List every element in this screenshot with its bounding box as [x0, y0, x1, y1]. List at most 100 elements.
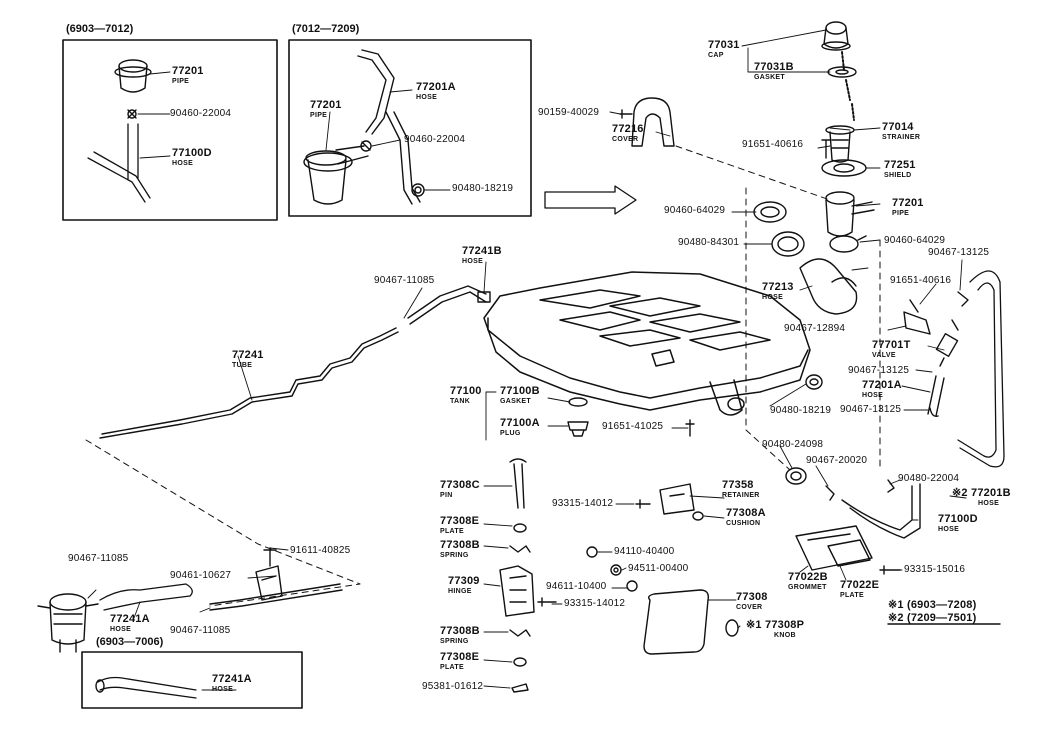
label-91611-40825: 91611-40825 — [290, 545, 351, 556]
grommet-90480-24098 — [785, 467, 807, 485]
bolt-91651-40616-top — [821, 139, 831, 159]
hose-end-77241a-inset3 — [95, 679, 105, 693]
inset-box-6903-7006 — [81, 651, 303, 709]
washer-94511-icon — [610, 564, 622, 576]
cover-77308 — [643, 589, 710, 655]
pin-95381-icon — [511, 683, 529, 693]
hose-77213 — [799, 258, 858, 315]
cover-77216 — [631, 97, 675, 147]
plate-77022e — [827, 539, 871, 567]
hose-77100d-inset1 — [87, 123, 151, 203]
plug-77100a — [567, 421, 589, 437]
label-94511-00400: 94511-00400 — [628, 563, 689, 574]
label-93315-14012-top: 93315-14012 — [552, 498, 614, 509]
spring-77308b-top — [509, 545, 531, 553]
inset-box-6903-7012 — [62, 39, 278, 221]
label-90460-22004-inset1: 90460-22004 — [170, 108, 232, 119]
label-90467-11085-top: 90467-11085 — [374, 275, 435, 286]
knob-77308p — [725, 619, 739, 637]
assembly-line-neck — [745, 187, 791, 471]
grommet-77022b — [795, 525, 873, 571]
screw-93315-14012-top-icon — [635, 499, 651, 509]
label-91651-40616-right: 91651-40616 — [890, 275, 952, 286]
label-94110-40400: 94110-40400 — [614, 546, 675, 557]
hose-77241a-lower — [99, 583, 193, 611]
label-90461-10627: 90461-10627 — [170, 570, 232, 581]
ring-90480-84301 — [771, 231, 805, 257]
label-90159-40029: 90159-40029 — [538, 107, 600, 118]
label-90480-84301: 90480-84301 — [678, 237, 740, 248]
gasket-77100b — [568, 397, 588, 407]
pipe-77201-inset1 — [114, 59, 152, 93]
cap-chain — [841, 51, 855, 121]
clamp-90460-inset2 — [360, 140, 372, 152]
hinge-77309 — [499, 565, 535, 617]
inset-header-6903-7012: (6903—7012) — [66, 23, 134, 35]
cap-77031 — [821, 21, 851, 51]
screw-90159-icon — [619, 109, 633, 119]
label-95381-01612: 95381-01612 — [422, 681, 484, 692]
hose-77201b — [957, 270, 1005, 468]
label-90467-11085-lower: 90467-11085 — [170, 625, 231, 636]
assembly-line-cover — [675, 145, 831, 201]
fuel-tank-77100 — [483, 271, 811, 416]
label-90480-22004: 90480-22004 — [898, 473, 960, 484]
label-93315-15016: 93315-15016 — [904, 564, 966, 575]
clip-90480-22004-icon — [887, 479, 895, 493]
inset-header-7012-7209: (7012—7209) — [292, 23, 360, 35]
pipe-77201-filler — [825, 191, 875, 237]
hose-77201a-inset2 — [357, 49, 421, 205]
plate-77308e-top — [513, 523, 527, 533]
spring-77308b-bottom — [509, 629, 531, 637]
valve-77701t — [935, 319, 959, 367]
hose-77201a-right — [927, 375, 945, 418]
tube-77241 — [99, 327, 399, 439]
gasket-77031b — [827, 66, 857, 78]
label-94611-10400: 94611-10400 — [546, 581, 607, 592]
label-90467-12894: 90467-12894 — [784, 323, 846, 334]
label-90460-64029-left: 90460-64029 — [664, 205, 726, 216]
shield-77251 — [821, 159, 867, 177]
pin-77308c — [509, 458, 527, 509]
label-90460-22004-inset2: 90460-22004 — [404, 134, 466, 145]
label-90467-11085-left: 90467-11085 — [68, 553, 129, 564]
label-90467-13125-mid: 90467-13125 — [848, 365, 910, 376]
clamp-90461-10627 — [255, 565, 283, 601]
hose-77100d-right — [841, 483, 921, 539]
clip-90467-20020-icon — [825, 485, 835, 501]
clamp-90460-inset1 — [127, 109, 137, 119]
screw-93315-14012-bottom-icon — [537, 597, 557, 607]
assembly-line-tube — [85, 439, 361, 607]
note-2: ※2 (7209—7501) — [888, 612, 977, 624]
clip-90467-13125-top — [957, 291, 969, 307]
label-90460-64029-right: 90460-64029 — [884, 235, 946, 246]
label-90467-13125-low: 90467-13125 — [840, 404, 902, 415]
